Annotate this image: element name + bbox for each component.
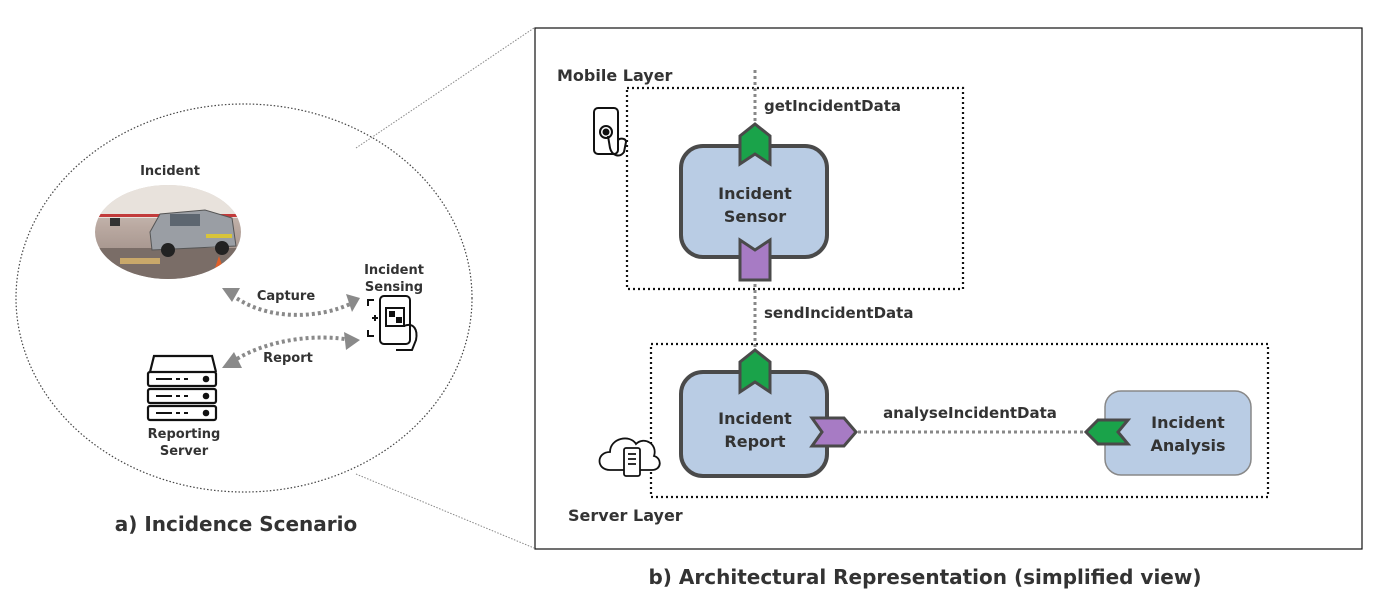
architecture-caption: b) Architectural Representation (simplif… <box>648 565 1201 589</box>
sensor-provided-port[interactable] <box>738 122 772 167</box>
scenario-ellipse <box>15 103 473 493</box>
cloud-server-icon <box>598 437 661 477</box>
report-label: Report <box>263 351 313 366</box>
report-label-line2: Report <box>724 432 786 451</box>
server-label-line2: Server <box>160 444 209 459</box>
get-incident-data-label: getIncidentData <box>764 97 901 115</box>
report-label-line1: Incident <box>718 409 792 428</box>
sensor-required-port[interactable] <box>738 237 772 282</box>
sensing-label-line2: Sensing <box>365 280 423 295</box>
incident-photo <box>95 185 241 279</box>
zoom-line-top <box>355 27 535 149</box>
capture-arrow <box>222 288 360 317</box>
architecture-panel: Mobile Layer getIncidentData Incident Se… <box>534 27 1363 589</box>
server-icon <box>146 354 218 422</box>
analyse-incident-data-label: analyseIncidentData <box>883 404 1057 422</box>
sensor-label-line1: Incident <box>718 184 792 203</box>
analysis-provided-port[interactable] <box>1083 418 1132 446</box>
scenario-panel: Incident Incident Sensing <box>15 27 535 549</box>
touch-phone-icon <box>593 107 628 157</box>
analysis-label-line2: Analysis <box>1150 436 1225 455</box>
mobile-layer-box <box>625 86 965 291</box>
report-required-port[interactable] <box>809 416 858 448</box>
scenario-caption: a) Incidence Scenario <box>115 512 358 536</box>
report-provided-port[interactable] <box>738 348 772 395</box>
sensor-label-line2: Sensor <box>724 207 786 226</box>
capture-label: Capture <box>257 289 315 304</box>
mobile-layer-label: Mobile Layer <box>557 66 673 85</box>
server-layer-label: Server Layer <box>568 506 683 525</box>
server-label-line1: Reporting <box>148 427 221 442</box>
report-arrow <box>222 332 360 368</box>
sensing-label-line1: Incident <box>364 263 424 278</box>
zoom-line-bottom <box>355 473 535 549</box>
analysis-label-line1: Incident <box>1151 413 1225 432</box>
incident-analysis-component[interactable] <box>1104 390 1252 476</box>
incident-label: Incident <box>140 164 200 179</box>
phone-scan-icon <box>367 295 418 351</box>
send-incident-data-label: sendIncidentData <box>764 304 913 322</box>
